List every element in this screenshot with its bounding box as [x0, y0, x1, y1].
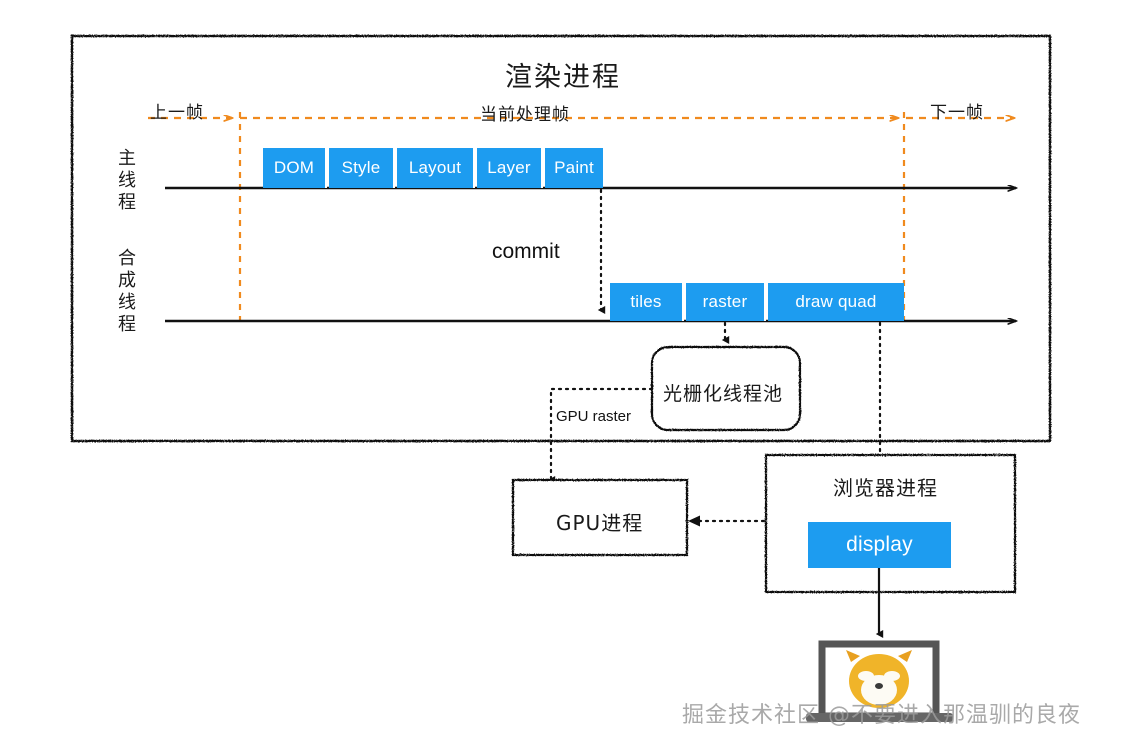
next-frame-label: 下一帧: [930, 103, 984, 123]
rasterization-thread-pool-label: 光栅化线程池: [663, 383, 784, 405]
renderer-process-frame: [70, 34, 1052, 443]
commit-label: commit: [492, 240, 560, 263]
display-chip[interactable]: display: [808, 522, 951, 568]
main-step-style[interactable]: Style: [329, 148, 395, 188]
main-step-paint[interactable]: Paint: [545, 148, 603, 188]
browser-to-gpu-arrow: [688, 515, 766, 527]
main-step-layer[interactable]: Layer: [477, 148, 543, 188]
main-step-dom[interactable]: DOM: [263, 148, 327, 188]
lane-label-compositor-thread: 合成线程: [114, 248, 138, 336]
lane-label-main-thread-char-0: 主线程: [115, 148, 137, 214]
compositor-step-raster[interactable]: raster: [686, 283, 766, 321]
compositor-step-tiles[interactable]: tiles: [610, 283, 684, 321]
gpu-process-label: GPU进程: [556, 511, 644, 535]
compositor-step-draw-quad[interactable]: draw quad: [768, 283, 904, 321]
browser-process-label: 浏览器进程: [833, 476, 938, 500]
current-frame-label: 当前处理帧: [480, 105, 570, 125]
lane-label-main-thread: 主线程: [114, 148, 138, 214]
watermark-text: 掘金技术社区 @不要进入那温驯的良夜: [682, 703, 1081, 728]
lane-label-compositor-thread-char-0: 合成线程: [115, 248, 137, 336]
page-title: 渲染进程: [505, 62, 621, 93]
gpu-raster-label: GPU raster: [556, 408, 632, 425]
gpu-raster-path: [547, 387, 654, 484]
main-step-layout[interactable]: Layout: [397, 148, 475, 188]
prev-frame-label: 上一帧: [150, 103, 204, 123]
